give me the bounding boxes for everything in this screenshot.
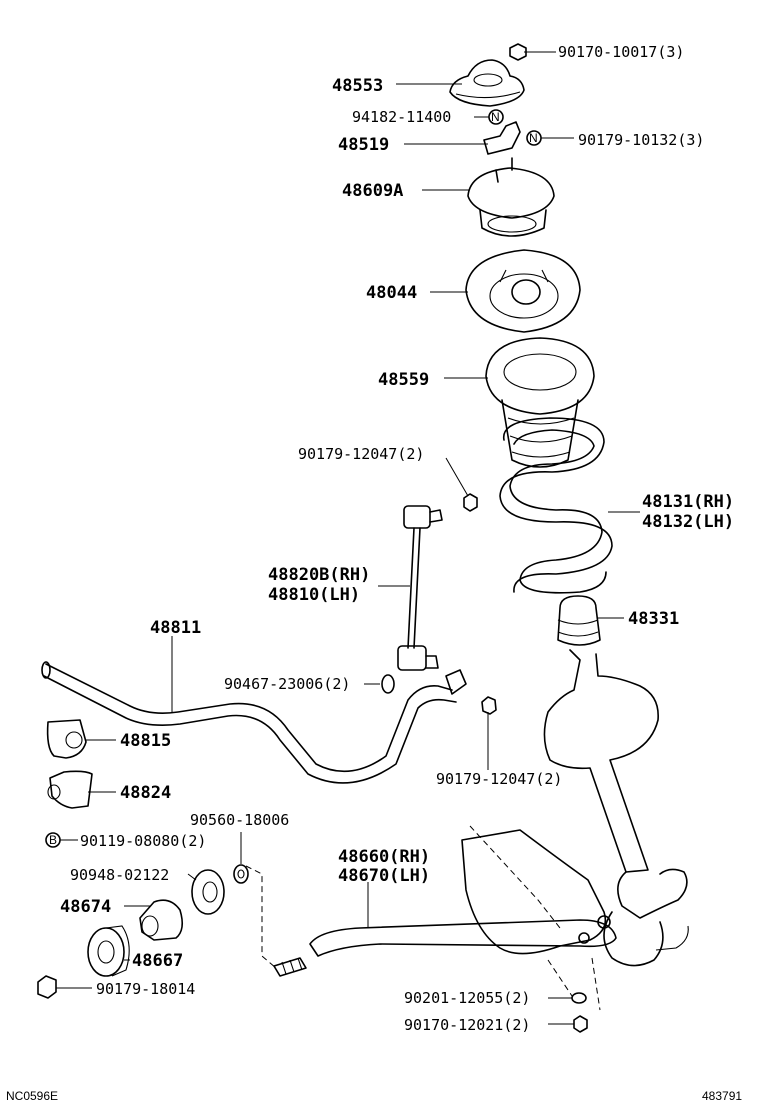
nut-94182-11400-icon: N [488,109,504,125]
label-90201-12055: 90201-12055(2) [404,989,530,1007]
nut-90179-18014-icon [37,975,57,999]
leader-lines [56,51,640,1025]
label-48667: 48667 [132,951,183,971]
label-90170-10017: 90170-10017(3) [558,43,684,61]
label-90170-12021: 90170-12021(2) [404,1016,530,1034]
footer-left-code: NC0596E [6,1089,58,1103]
label-94182-11400: 94182-11400 [352,108,451,126]
label-48815: 48815 [120,731,171,751]
bolt-mark-b: B [49,833,57,847]
label-48670: 48670(LH) [338,866,430,886]
bushing-48674-icon [139,899,184,941]
stabilizer-link-48820B-icon [397,505,443,671]
nut-90170-10017-icon [509,43,527,61]
label-90948-02122: 90948-02122 [70,866,169,884]
label-48131: 48131(RH) [642,492,734,512]
label-90467-23006: 90467-23006(2) [224,675,350,693]
label-48660: 48660(RH) [338,847,430,867]
bushing-48815-icon [46,719,87,759]
coil-spring-48131-icon [499,417,613,594]
spacer-90560-18006-icon [233,864,249,884]
support-cover-48553-icon [449,59,525,107]
footer-right-code: 483791 [702,1089,742,1103]
clip-90467-23006-icon [381,674,395,694]
label-48559: 48559 [378,370,429,390]
label-48820B: 48820B(RH) [268,565,370,585]
nut-90179-12047-bottom-icon [481,696,497,715]
label-48331: 48331 [628,609,679,629]
label-90179-12047-bottom: 90179-12047(2) [436,770,562,788]
bolt-90119-08080-icon: B [45,832,61,848]
bump-stopper-48331-icon [557,595,601,646]
label-90179-18014: 90179-18014 [96,980,195,998]
dust-boot-48559-icon [485,337,595,468]
nut-90170-12021-icon [573,1015,588,1033]
lower-arm-48660-icon [273,829,617,977]
bushing-90948-02122-icon [191,869,225,915]
label-48609A: 48609A [342,181,403,201]
bracket-48824-icon [47,770,93,809]
label-48674: 48674 [60,897,111,917]
shock-absorber-strut-icon [543,649,689,967]
label-48810: 48810(LH) [268,585,360,605]
nut-90179-12047-top-icon [463,493,478,512]
label-90179-12047-top: 90179-12047(2) [298,445,424,463]
stabilizer-bar-48811-icon [41,661,467,784]
label-90119-08080: 90119-08080(2) [80,832,206,850]
label-48044: 48044 [366,283,417,303]
label-48553: 48553 [332,76,383,96]
label-48519: 48519 [338,135,389,155]
spring-seat-48044-icon [465,249,581,333]
label-90560-18006: 90560-18006 [190,811,289,829]
label-48132: 48132(LH) [642,512,734,532]
washer-90201-12055-icon [571,992,587,1004]
label-90179-10132: 90179-10132(3) [578,131,704,149]
label-48811: 48811 [150,618,201,638]
bracket-48519-icon [483,121,521,155]
nut-mark-n-2: N [529,131,538,145]
label-48824: 48824 [120,783,171,803]
assembly-guide-lines [245,825,601,1011]
nut-mark-n: N [491,110,500,124]
strut-mount-48609A-icon [467,157,555,237]
nut-90179-10132-icon: N [526,130,542,146]
retainer-48667-icon [87,925,130,977]
